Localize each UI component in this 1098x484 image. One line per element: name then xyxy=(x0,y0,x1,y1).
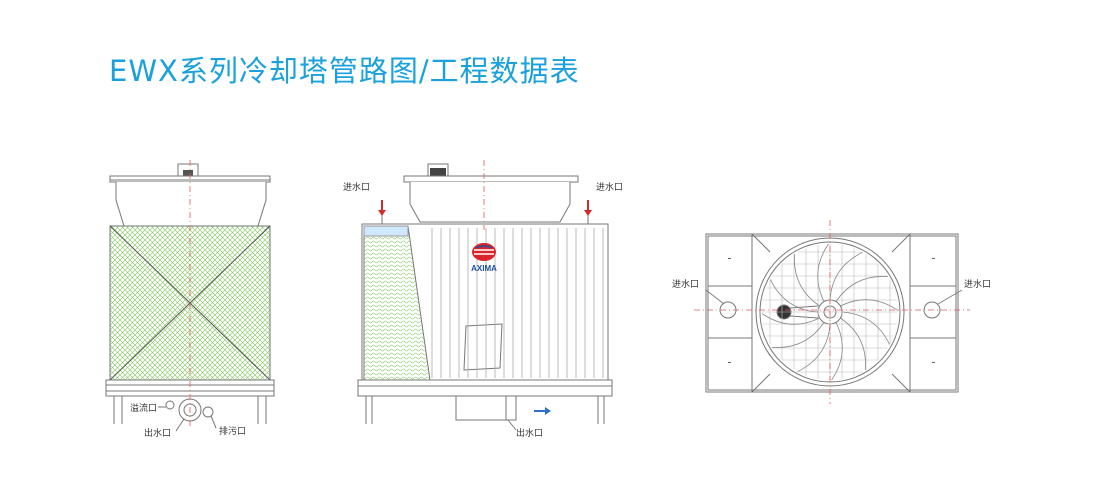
brand-logo: AXIMA xyxy=(471,243,497,273)
arrow-down-icon xyxy=(378,210,386,216)
outlet-label-front: 出水口 xyxy=(144,427,171,439)
outlet-label-side: 出水口 xyxy=(516,427,543,439)
drain-pipe-icon xyxy=(202,406,214,418)
arrow-down-icon xyxy=(584,210,592,216)
inlet-label-top-left: 进水口 xyxy=(672,278,699,290)
drain-label: 排污口 xyxy=(219,425,246,437)
side-view xyxy=(357,163,613,431)
fan-blades xyxy=(761,243,899,381)
overflow-pipe-icon xyxy=(165,400,175,410)
page-title: EWX系列冷却塔管路图/工程数据表 xyxy=(109,54,580,88)
inlet-label-top-right: 进水口 xyxy=(964,278,991,290)
overflow-label: 溢流口 xyxy=(130,402,157,414)
casing-ribs xyxy=(431,228,604,378)
brand-text: AXIMA xyxy=(471,264,497,273)
top-view xyxy=(705,233,959,393)
inlet-label-right: 进水口 xyxy=(596,181,623,193)
inlet-label-left: 进水口 xyxy=(343,181,370,193)
